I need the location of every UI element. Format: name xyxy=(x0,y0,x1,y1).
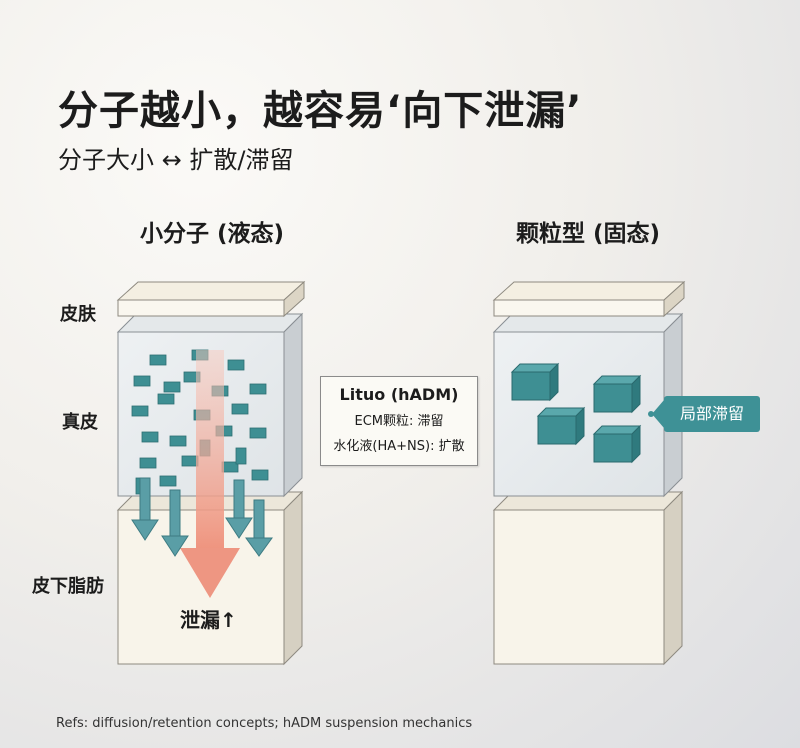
page-title: 分子越小，越容易‘向下泄漏’ xyxy=(58,88,583,134)
diffusion-arrow xyxy=(245,499,273,557)
diffusion-arrow xyxy=(131,477,159,541)
ecm-particle xyxy=(510,362,560,402)
legend-line-ecm: ECM颗粒: 滞留 xyxy=(354,414,444,429)
right-dermis-block xyxy=(492,312,684,498)
left-stack xyxy=(116,280,306,666)
molecule xyxy=(139,457,157,469)
legend-line-hydration: 水化液(HA+NS): 扩散 xyxy=(333,439,465,454)
molecule xyxy=(159,475,177,487)
molecule xyxy=(181,455,199,467)
ecm-particle xyxy=(592,424,642,464)
ecm-particle xyxy=(592,374,642,414)
molecule xyxy=(149,354,167,366)
ecm-particle xyxy=(536,406,586,446)
molecule xyxy=(251,469,269,481)
legend-title: Lituo (hADM) xyxy=(339,385,459,404)
references-note: Refs: diffusion/retention concepts; hADM… xyxy=(56,716,473,731)
right-skin-slab xyxy=(492,280,686,318)
right-stack xyxy=(492,280,686,666)
molecule xyxy=(131,405,149,417)
leak-label: 泄漏↑ xyxy=(180,608,237,632)
retention-pointer xyxy=(648,400,664,428)
diffusion-arrows xyxy=(131,477,273,557)
diffusion-arrow xyxy=(161,489,189,557)
molecule xyxy=(227,359,245,371)
left-panel-title: 小分子 (液态) xyxy=(140,221,285,247)
page-subtitle: 分子大小 ↔ 扩散/滞留 xyxy=(58,146,294,174)
molecule xyxy=(157,393,175,405)
molecule xyxy=(163,381,181,393)
molecule xyxy=(249,383,267,395)
layer-label-dermis: 真皮 xyxy=(62,412,98,433)
molecule xyxy=(249,427,267,439)
leak-arrow xyxy=(180,350,240,598)
molecule xyxy=(141,431,159,443)
ecm-particles xyxy=(510,362,642,464)
molecule xyxy=(133,375,151,387)
left-skin-slab xyxy=(116,280,306,318)
molecule xyxy=(169,435,187,447)
molecule xyxy=(231,403,249,415)
legend-box: Lituo (hADM) ECM颗粒: 滞留 水化液(HA+NS): 扩散 xyxy=(320,376,478,466)
right-panel-title: 颗粒型 (固态) xyxy=(516,221,661,247)
diffusion-arrow xyxy=(225,479,253,539)
right-subq-block xyxy=(492,490,684,666)
molecule xyxy=(235,447,247,465)
layer-label-skin: 皮肤 xyxy=(60,304,96,325)
retention-tag: 局部滞留 xyxy=(664,396,760,432)
layer-label-subcutaneous: 皮下脂肪 xyxy=(32,576,104,597)
